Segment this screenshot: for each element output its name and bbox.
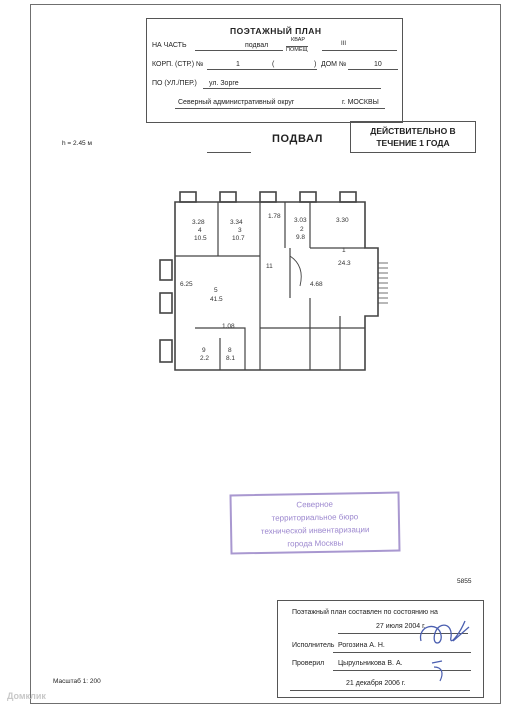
room-9-number: 9 xyxy=(202,347,206,354)
district-underline xyxy=(175,108,385,109)
window-well xyxy=(219,191,237,203)
room-5-area: 41.5 xyxy=(210,296,223,303)
floor-plan-drawing: 3.28 4 10.5 3.34 3 10.7 1.78 3.03 2 9.8 … xyxy=(159,191,388,371)
street-value: ул. Зорге xyxy=(209,80,239,87)
plan-title: ПОЭТАЖНЫЙ ПЛАН xyxy=(230,26,322,36)
room-1-area: 24.3 xyxy=(338,260,351,267)
room-6-dim: 4.68 xyxy=(310,281,323,288)
room-3-number: 3 xyxy=(238,227,242,234)
stamp-line-4: города Москвы xyxy=(287,538,344,549)
check-date-underline xyxy=(290,690,470,691)
validity-line-2: ТЕЧЕНИЕ 1 ГОДА xyxy=(376,138,450,148)
executor-label: Исполнитель xyxy=(292,642,335,649)
room-2-number: 2 xyxy=(300,226,304,233)
window-well xyxy=(159,339,173,363)
room-4-dim: 3.28 xyxy=(192,219,205,226)
room-corridor-dim: 1.78 xyxy=(268,213,281,220)
window-well xyxy=(179,191,197,203)
room-8-number: 8 xyxy=(228,347,232,354)
compiled-label: Поэтажный план составлен по состоянию на xyxy=(292,609,438,616)
frame-left-line xyxy=(30,4,31,704)
korp-paren-close: ) xyxy=(314,61,317,68)
checker-underline xyxy=(333,670,471,671)
korp-paren-open: ( xyxy=(272,61,275,68)
watermark: Домклик xyxy=(7,691,46,701)
room-4-number: 4 xyxy=(198,227,202,234)
city-text: г. МОСКВЫ xyxy=(342,99,379,106)
room-9-area: 2.2 xyxy=(200,355,209,362)
kvar-underline xyxy=(322,50,397,51)
sheet-number: 5855 xyxy=(457,578,472,585)
frame-right-line xyxy=(500,4,501,704)
height-note: h = 2.45 м xyxy=(62,140,92,147)
korp-underline xyxy=(207,69,317,70)
curved-stair xyxy=(289,255,302,287)
frame-top-line xyxy=(30,4,501,5)
room-5-number: 5 xyxy=(214,287,218,294)
room-1-number: 1 xyxy=(342,247,346,254)
part-underline xyxy=(195,50,283,51)
bti-stamp: Северное территориальное бюро техническо… xyxy=(229,491,401,555)
room-10-dim: 1.08 xyxy=(222,323,235,330)
kvar-value: III xyxy=(341,41,347,47)
street-label: ПО (УЛ./ПЕР.) xyxy=(152,80,197,87)
window-well xyxy=(339,191,357,203)
validity-line-1: ДЕЙСТВИТЕЛЬНО В xyxy=(370,126,456,136)
korp-label: КОРП. (СТР.) № xyxy=(152,61,204,68)
part-value: подвал xyxy=(245,42,269,49)
window-well xyxy=(159,259,173,281)
compiled-underline xyxy=(338,633,468,634)
dom-label: ДОМ № xyxy=(321,61,347,68)
pomesh-label: ПОМЕЩ xyxy=(286,46,308,53)
outer-wall xyxy=(174,201,379,371)
room-2-area: 9.8 xyxy=(296,234,305,241)
street-underline xyxy=(203,88,381,89)
compiled-date: 27 июля 2004 г. xyxy=(376,623,426,630)
window-well xyxy=(259,191,277,203)
executor-name: Рогозина А. Н. xyxy=(338,642,385,649)
room-1-dim: 3.30 xyxy=(336,217,349,224)
scale-text: Масштаб 1: 200 xyxy=(53,678,101,685)
room-3-dim: 3.34 xyxy=(230,219,243,226)
checker-name: Цырульникова В. А. xyxy=(338,660,403,667)
checker-label: Проверил xyxy=(292,660,325,667)
part-label: НА ЧАСТЬ xyxy=(152,42,187,49)
floor-title: ПОДВАЛ xyxy=(272,133,323,145)
room-8-area: 8.1 xyxy=(226,355,235,362)
stairs xyxy=(378,262,388,304)
signature-executor xyxy=(419,620,470,644)
window-well xyxy=(299,191,317,203)
validity-stamp: ДЕЙСТВИТЕЛЬНО В ТЕЧЕНИЕ 1 ГОДА xyxy=(350,121,476,153)
footer-box: Поэтажный план составлен по состоянию на… xyxy=(277,600,484,698)
dom-underline xyxy=(348,69,398,70)
frame-bottom-line xyxy=(30,703,501,704)
room-4-area: 10.5 xyxy=(194,235,207,242)
korp-value: 1 xyxy=(236,61,240,68)
title-left-line xyxy=(207,152,251,153)
executor-underline xyxy=(333,652,471,653)
district-text: Северный административный округ xyxy=(178,99,295,106)
header-box: ПОЭТАЖНЫЙ ПЛАН НА ЧАСТЬ подвал КВАР ПОМЕ… xyxy=(146,18,403,123)
check-date: 21 декабря 2006 г. xyxy=(346,680,406,687)
kvar-label: КВАР xyxy=(291,37,306,43)
room-2-dim: 3.03 xyxy=(294,217,307,224)
interior-wall xyxy=(175,202,365,370)
room-5-dim: 6.25 xyxy=(180,281,193,288)
room-3-area: 10.7 xyxy=(232,235,245,242)
dom-value: 10 xyxy=(374,61,382,68)
room-11-number: 11 xyxy=(266,263,273,270)
window-well xyxy=(159,292,173,314)
signature-checker xyxy=(431,660,443,682)
